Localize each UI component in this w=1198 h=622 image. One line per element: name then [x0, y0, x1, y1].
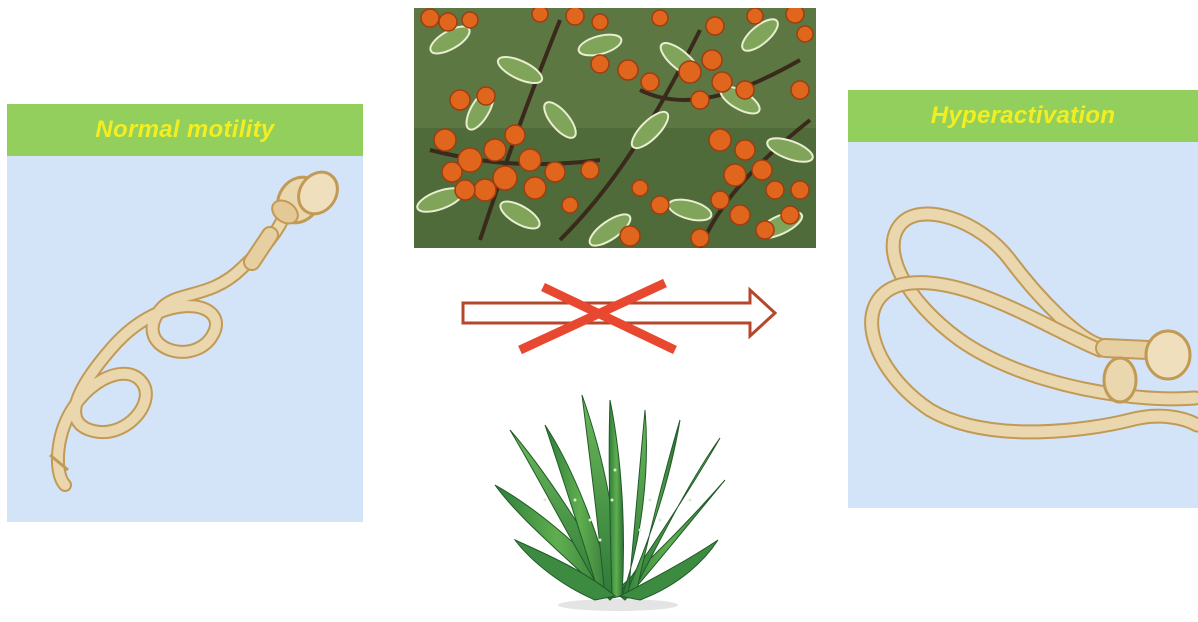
aloe-vera-plant: [0, 0, 1198, 622]
